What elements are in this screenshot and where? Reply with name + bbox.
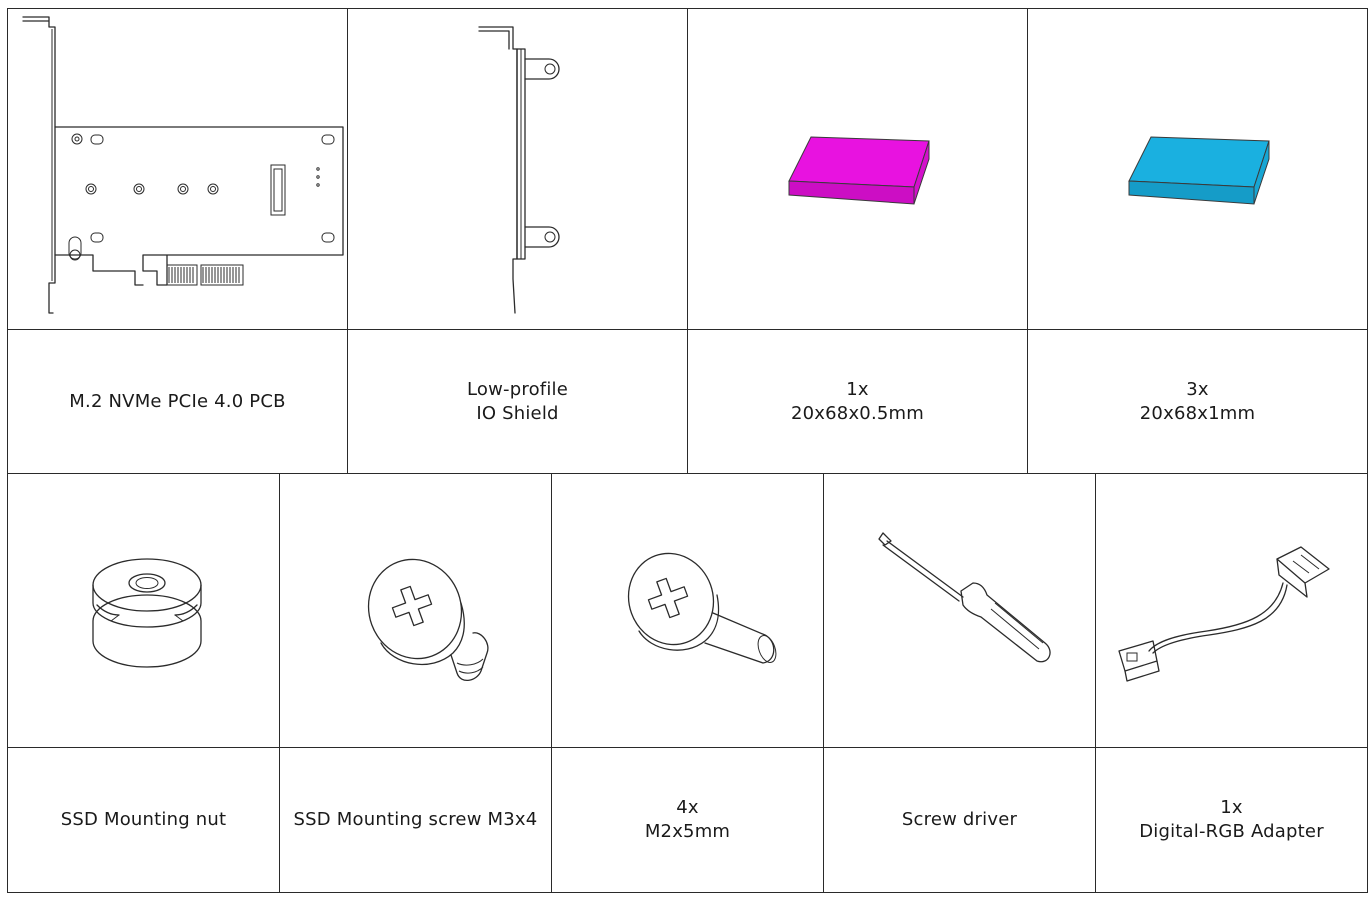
- pcb-label: M.2 NVMe PCIe 4.0 PCB: [69, 390, 286, 412]
- pcb-cell: [7, 8, 348, 330]
- io-shield-icon: [477, 26, 560, 314]
- m2-screw-label: 4x M2x5mm: [644, 797, 731, 842]
- screwdriver-icon: [877, 531, 1051, 662]
- thermal-pad-thick-cell: [1027, 8, 1368, 330]
- m2-screw-icon: [627, 552, 776, 664]
- thermal-pad-thick-label: 3x 20x68x1mm: [1139, 378, 1256, 424]
- screwdriver-cell: [823, 473, 1096, 748]
- mounting-screw-icon: [367, 558, 489, 681]
- mounting-nut-label: SSD Mounting nut: [60, 809, 227, 830]
- thermal-pad-magenta-icon: [787, 136, 930, 205]
- thermal-pad-thin-label: 1x 20x68x0.5mm: [790, 378, 924, 424]
- rgb-adapter-label: 1x Digital-RGB Adapter: [1139, 797, 1324, 842]
- m2-screw-cell: [551, 473, 824, 748]
- io-shield-label-cell: Low-profile IO Shield: [347, 329, 688, 474]
- thermal-pad-thin-cell: [687, 8, 1028, 330]
- io-shield-label: Low-profile IO Shield: [467, 378, 568, 424]
- thermal-pad-thick-label-cell: 3x 20x68x1mm: [1027, 329, 1368, 474]
- mounting-screw-label-cell: SSD Mounting screw M3x4: [279, 747, 552, 893]
- thermal-pad-thin-label-cell: 1x 20x68x0.5mm: [687, 329, 1028, 474]
- pcb-label-cell: M.2 NVMe PCIe 4.0 PCB: [7, 329, 348, 474]
- rgb-adapter-label-cell: 1x Digital-RGB Adapter: [1095, 747, 1368, 893]
- mounting-nut-label-cell: SSD Mounting nut: [7, 747, 280, 893]
- mounting-nut-icon: [91, 557, 202, 668]
- io-shield-cell: [347, 8, 688, 330]
- screwdriver-label: Screw driver: [901, 809, 1018, 830]
- top-label-row: M.2 NVMe PCIe 4.0 PCB Low-profile IO Shi…: [7, 329, 1368, 475]
- bottom-label-row: SSD Mounting nut SSD Mounting screw M3x4…: [7, 747, 1368, 894]
- bottom-image-row: [7, 473, 1368, 749]
- mounting-screw-cell: [279, 473, 552, 748]
- mounting-nut-cell: [7, 473, 280, 748]
- m2-screw-label-cell: 4x M2x5mm: [551, 747, 824, 893]
- package-contents-table: M.2 NVMe PCIe 4.0 PCB Low-profile IO Shi…: [7, 8, 1368, 894]
- rgb-adapter-cell: [1095, 473, 1368, 748]
- screwdriver-label-cell: Screw driver: [823, 747, 1096, 893]
- thermal-pad-blue-icon: [1127, 136, 1270, 205]
- rgb-adapter-icon: [1117, 545, 1330, 682]
- pcb-card-icon: [21, 16, 344, 314]
- mounting-screw-label: SSD Mounting screw M3x4: [293, 809, 538, 830]
- top-image-row: [7, 8, 1368, 331]
